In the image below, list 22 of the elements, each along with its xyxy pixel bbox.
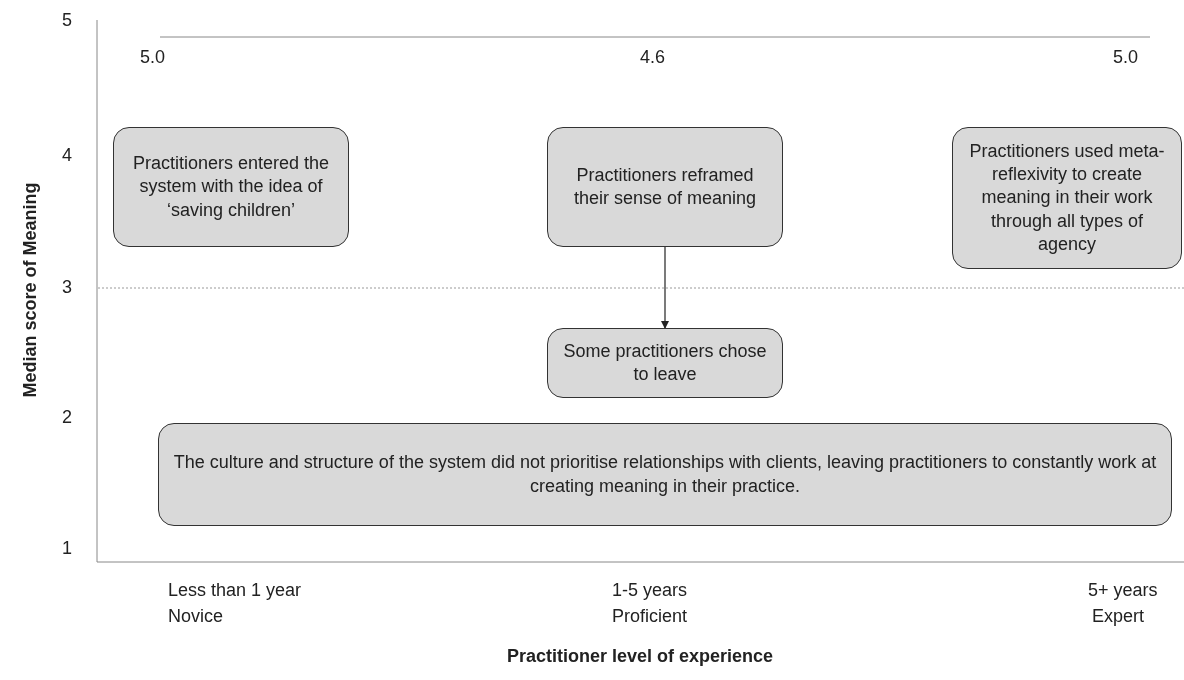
text-box: Practitioners entered the system with the idea of ‘saving children’ [113,127,349,247]
text-box: Some practitioners chose to leave [547,328,783,398]
category-label: Novice [168,606,224,627]
data-label: 5.0 [1113,47,1139,68]
arrow [661,246,669,329]
axis-tick-label: 2 [62,407,72,428]
data-label: 4.6 [640,47,666,68]
category-label: Proficient [612,606,688,627]
axis-title: Practitioner level of experience [506,645,774,667]
axis-tick-label: 5 [62,10,72,31]
axis-tick-label: 4 [62,145,72,166]
text-box: Practitioners reframed their sense of meaning [547,127,783,247]
category-label: 1-5 years [612,580,688,601]
category-label: Less than 1 year [168,580,302,601]
category-label: Expert [1092,606,1145,627]
data-label: 5.0 [140,47,166,68]
axis-title: Median score of Meaning [19,182,41,398]
axis-tick-label: 3 [62,277,72,298]
text-box: Practitioners used meta-reflexivity to create meaning in their work through all types of agency [952,127,1182,269]
axis-tick-label: 1 [62,538,72,559]
category-label: 5+ years [1088,580,1158,601]
text-box: The culture and structure of the system did not prioritise relationships with clients, leaving practitioners to constantly work at creating meaning in their practice. [158,423,1172,526]
